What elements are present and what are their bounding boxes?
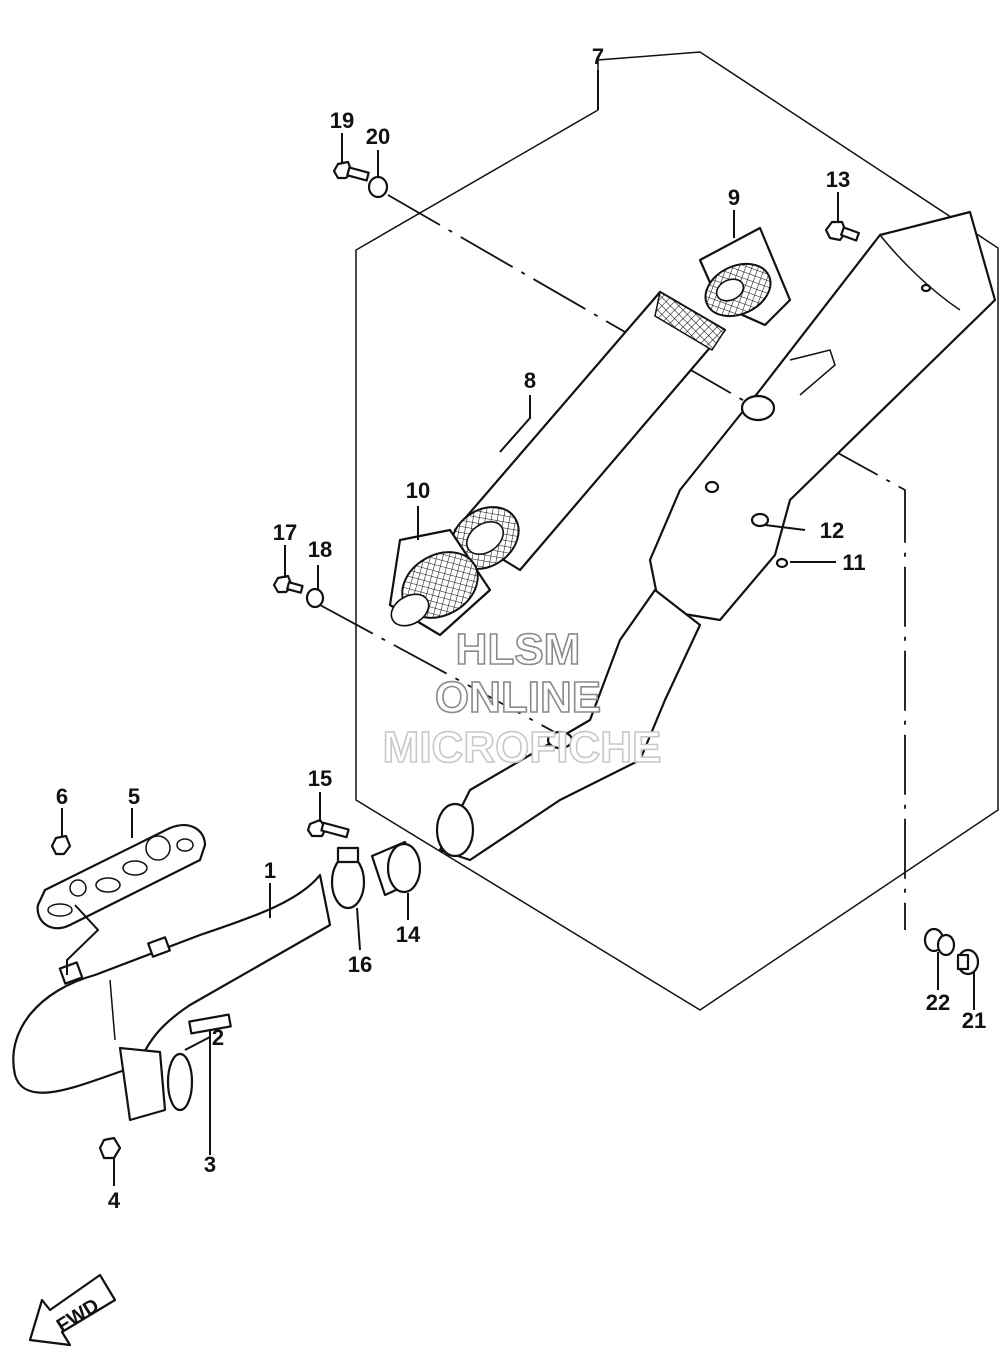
part-label-13: 13 (826, 167, 850, 192)
part-label-18: 18 (308, 537, 332, 562)
part-label-15: 15 (308, 766, 332, 791)
watermark: HLSM ONLINE MICROFICHE (382, 624, 662, 773)
part-label-22: 22 (926, 990, 950, 1015)
watermark-line-1: HLSM (456, 625, 581, 674)
part-15-bolt (306, 818, 350, 839)
part-1-header-pipe (12, 873, 332, 1122)
part-label-21: 21 (962, 1008, 986, 1033)
part-2-gasket (166, 1052, 194, 1112)
fwd-arrow-icon: FWD (28, 1273, 117, 1347)
part-label-2: 2 (212, 1025, 224, 1050)
muffler-assembly-box (355, 51, 999, 1011)
part-10-inlet-cap (388, 528, 492, 637)
muffler-shell (435, 210, 997, 862)
part-label-11: 11 (842, 550, 865, 575)
part-label-16: 16 (348, 952, 372, 977)
part-label-4: 4 (108, 1188, 121, 1213)
watermark-line-2: ONLINE (435, 673, 601, 722)
leader-lines (61, 70, 975, 1186)
part-16-clamp (330, 846, 366, 910)
part-8-inner-tube (450, 290, 727, 572)
part-label-12: 12 (820, 518, 844, 543)
part-label-17: 17 (273, 520, 297, 545)
part-label-10: 10 (406, 478, 430, 503)
watermark-line-3: MICROFICHE (383, 723, 662, 772)
part-label-1: 1 (264, 858, 276, 883)
part-18-washer (305, 587, 325, 609)
part-22-grommet (923, 927, 956, 957)
part-labels: 7 19 20 13 9 8 10 17 18 12 11 15 6 5 1 1… (56, 44, 986, 1213)
part-label-9: 9 (728, 185, 740, 210)
part-3-stud (188, 1013, 232, 1035)
part-21-collar (956, 948, 980, 976)
part-19-bolt (332, 160, 370, 182)
part-13-bolt (824, 220, 860, 242)
part-label-19: 19 (330, 108, 354, 133)
part-9-end-cap (698, 226, 792, 327)
part-17-bolt (272, 574, 304, 594)
part-20-washer (367, 175, 389, 199)
part-4-nut (98, 1136, 122, 1160)
part-14-connector (370, 840, 422, 897)
part-6-nut (50, 834, 72, 856)
part-label-3: 3 (204, 1152, 216, 1177)
part-label-8: 8 (524, 368, 536, 393)
part-label-14: 14 (396, 922, 421, 947)
part-label-20: 20 (366, 124, 390, 149)
part-label-5: 5 (128, 784, 140, 809)
part-label-6: 6 (56, 784, 68, 809)
part-5-heat-guard (36, 824, 207, 930)
part-label-7: 7 (592, 44, 604, 69)
